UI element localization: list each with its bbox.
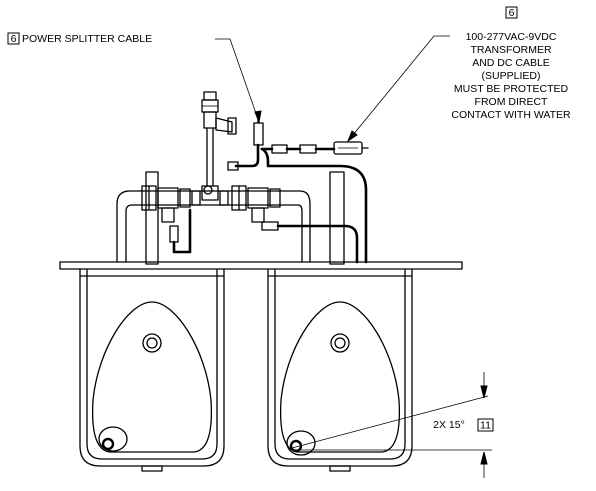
right-tank-foot — [329, 465, 351, 472]
splitter-left-plug — [227, 161, 239, 171]
right-tank — [267, 268, 413, 472]
transformer-leader-line — [347, 35, 450, 142]
splitter-lead-right — [260, 147, 368, 264]
transformer-line-5: MUST BE PROTECTED — [454, 83, 569, 95]
transformer-line-3: AND DC CABLE — [472, 57, 550, 69]
strainer-cap — [227, 117, 237, 135]
center-coupling — [191, 190, 201, 206]
right-tube-outer — [289, 190, 311, 263]
right-tank-drain — [286, 430, 316, 456]
right-tank-drain-port — [289, 439, 303, 453]
strainer-body — [203, 111, 217, 129]
angle-slope-line — [291, 395, 489, 449]
splitter-label: POWER SPLITTER CABLE — [22, 33, 152, 45]
transformer-line-4: (SUPPLIED) — [482, 70, 541, 82]
left-solenoid — [161, 207, 175, 223]
transformer-leader-arrow — [346, 130, 358, 143]
deck-plate — [59, 261, 463, 270]
left-tank-light — [146, 337, 158, 349]
transformer-line-1: 100-277VAC-9VDC — [466, 31, 557, 43]
deck-plate-body — [59, 261, 463, 270]
left-tank — [79, 268, 225, 472]
left-fill-tube — [116, 171, 159, 265]
right-tank-light — [334, 337, 346, 349]
right-nut — [269, 188, 281, 208]
right-tank-face — [279, 301, 401, 453]
left-tank-outer — [79, 268, 225, 467]
right-solenoid — [251, 207, 265, 223]
transformer-callout: 6 100-277VAC-9VDC TRANSFORMER AND DC CAB… — [346, 6, 571, 143]
left-tank-light-ring — [142, 333, 162, 353]
transformer-ref-number: 6 — [509, 7, 515, 19]
transformer-unit — [260, 141, 369, 155]
splitter-ref-number: 6 — [11, 33, 17, 45]
splitter-connector — [271, 144, 288, 154]
valve-manifold — [139, 185, 291, 223]
splitter-leader-arrow — [254, 110, 262, 124]
left-tank-inner — [86, 269, 218, 460]
left-tube-outer — [116, 190, 141, 263]
left-solenoid-lead — [169, 208, 192, 254]
tee-joint — [203, 185, 213, 195]
splitter-body — [253, 122, 264, 146]
angle-label: 2X 15° — [433, 419, 465, 431]
left-tank-drain-port — [101, 437, 115, 451]
angle-ref-number: 11 — [480, 420, 491, 432]
left-tank-foot — [141, 465, 163, 472]
right-lead-connector — [261, 221, 279, 231]
left-tube-inner — [125, 204, 141, 263]
left-lead-wire — [172, 208, 192, 254]
left-nut — [179, 188, 191, 208]
left-lead-connector — [169, 225, 179, 243]
right-tank-inner — [274, 269, 406, 460]
angle-lower-arrow — [480, 451, 488, 465]
angle-upper-arrow — [480, 385, 488, 399]
right-lead-wire — [276, 224, 359, 264]
inlet-assembly — [201, 91, 237, 201]
transformer-line-6: FROM DIRECT — [475, 96, 548, 108]
angle-ref-box — [477, 418, 494, 432]
splitter-leader-line — [215, 38, 260, 123]
right-standpipe — [329, 171, 345, 265]
power-splitter-cable — [227, 117, 368, 264]
transformer-ref-box — [505, 6, 518, 19]
transformer-line-2: TRANSFORMER — [470, 44, 552, 56]
strainer-branch — [215, 117, 233, 133]
inlet-cap — [203, 91, 217, 101]
splitter-ref-box — [7, 32, 20, 45]
transformer-line-7: CONTACT WITH WATER — [451, 109, 571, 121]
right-solenoid-lead — [261, 221, 359, 264]
center-coupling-right — [219, 190, 229, 206]
angle-dimension: 2X 15° 11 — [291, 372, 494, 478]
left-tank-face — [91, 301, 213, 453]
splitter-lead-left — [234, 143, 260, 168]
dc-cable-connector — [299, 144, 317, 154]
right-tube-inner — [289, 204, 303, 263]
right-tank-light-ring — [330, 333, 350, 353]
splitter-callout: 6 POWER SPLITTER CABLE — [7, 32, 262, 124]
left-tank-drain — [98, 426, 128, 452]
right-fill-tube — [289, 171, 345, 265]
